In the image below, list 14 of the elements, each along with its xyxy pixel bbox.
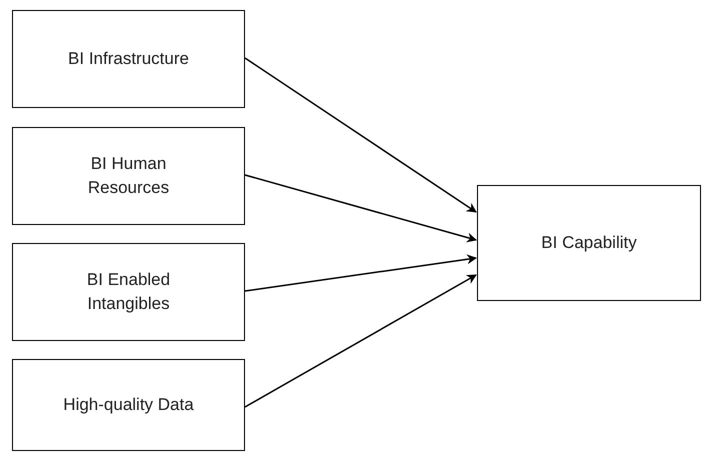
process-box xyxy=(12,127,245,225)
box-label: BI Capability xyxy=(541,232,637,254)
box-label: BI Infrastructure xyxy=(68,48,189,70)
arrow xyxy=(244,254,477,292)
arrow xyxy=(244,57,477,213)
process-box xyxy=(12,10,245,108)
process-box xyxy=(12,243,245,341)
arrow xyxy=(244,174,477,242)
box-label: BI Enabled Intangibles xyxy=(86,269,172,315)
box-label: High-quality Data xyxy=(63,394,194,416)
process-box xyxy=(12,359,245,451)
arrow xyxy=(244,274,477,408)
process-box xyxy=(477,185,701,301)
box-label: BI Human Resources xyxy=(86,153,170,199)
